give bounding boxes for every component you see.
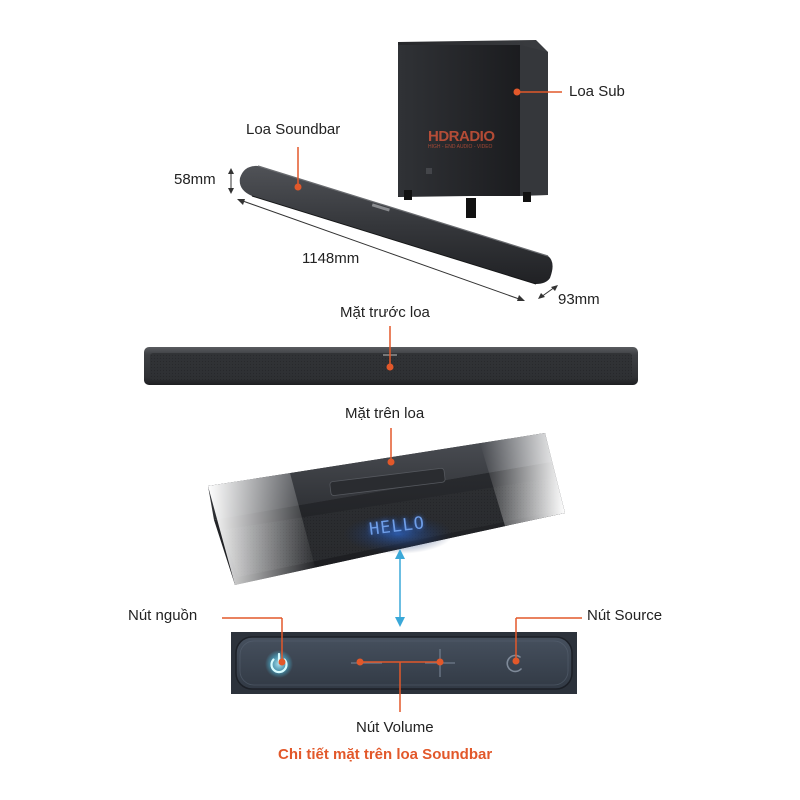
source-pointer-dot xyxy=(512,657,520,665)
soundbar-pointer-dot xyxy=(294,183,302,191)
label-height: 58mm xyxy=(174,171,216,188)
label-sub: Loa Sub xyxy=(569,83,625,100)
zoom-arrow xyxy=(395,549,405,627)
dimension-width xyxy=(237,199,525,301)
label-top: Mặt trên loa xyxy=(345,405,425,422)
label-soundbar: Loa Soundbar xyxy=(246,121,341,138)
label-source: Nút Source xyxy=(587,607,663,624)
volume-up-dot xyxy=(436,658,444,666)
soundbar-top-closeup xyxy=(208,433,565,585)
dimension-depth xyxy=(538,285,558,299)
sub-pointer-dot xyxy=(513,88,521,96)
power-pointer-dot xyxy=(278,658,286,666)
dimension-height xyxy=(228,168,234,194)
label-width: 1148mm xyxy=(302,250,360,267)
top-pointer-dot xyxy=(387,458,395,466)
front-pointer-dot xyxy=(386,363,394,371)
label-front: Mặt trước loa xyxy=(340,304,430,321)
subwoofer xyxy=(398,40,548,218)
label-power: Nút nguồn xyxy=(128,607,198,624)
soundbar-perspective xyxy=(239,165,553,285)
watermark-logo: HDRADIO HIGH - END AUDIO - VIDEO xyxy=(428,128,528,150)
watermark-brand: HDRADIO xyxy=(428,128,495,145)
label-depth: 93mm xyxy=(558,291,600,308)
caption: Chi tiết mặt trên loa Soundbar xyxy=(278,746,493,763)
watermark-tagline: HIGH - END AUDIO - VIDEO xyxy=(428,144,493,150)
volume-down-dot xyxy=(356,658,364,666)
label-volume: Nút Volume xyxy=(356,719,434,736)
control-panel xyxy=(231,632,577,694)
